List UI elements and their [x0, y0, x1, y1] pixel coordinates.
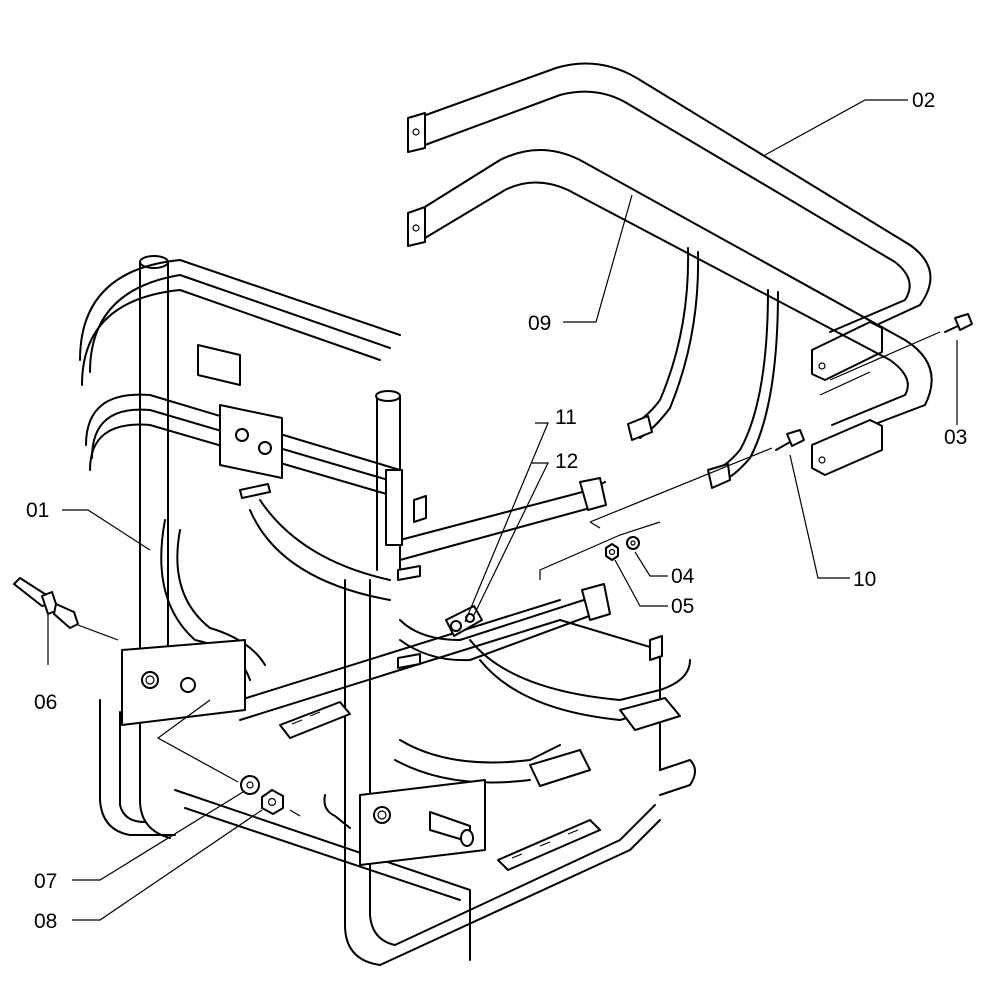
callout-01: 01	[26, 499, 49, 522]
pin-06	[13, 577, 79, 629]
callout-12: 12	[555, 450, 578, 473]
callout-08: 08	[34, 910, 57, 933]
bolt-10	[775, 429, 805, 451]
part-01-main-frame	[79, 255, 696, 966]
part-09-lower-rail	[407, 149, 933, 489]
washer-04	[626, 536, 640, 550]
part-02-upper-rail	[407, 62, 932, 381]
callout-03: 03	[944, 426, 967, 449]
callout-07: 07	[34, 870, 57, 893]
callout-02: 02	[912, 89, 935, 112]
callout-labels: 02 03 09 10 04 05 11 12 01 06 07 08	[26, 89, 967, 933]
callout-11: 11	[555, 406, 577, 429]
nut-05	[605, 543, 619, 561]
callout-06: 06	[34, 691, 57, 714]
callout-10: 10	[853, 568, 876, 591]
washer-07	[240, 775, 260, 795]
callout-05: 05	[671, 595, 694, 618]
nut-08	[261, 789, 284, 815]
callout-09: 09	[528, 312, 551, 335]
bolt-03	[944, 313, 973, 333]
assembly-guides	[156, 331, 941, 817]
leader-lines	[47, 99, 958, 921]
callout-04: 04	[671, 565, 695, 588]
